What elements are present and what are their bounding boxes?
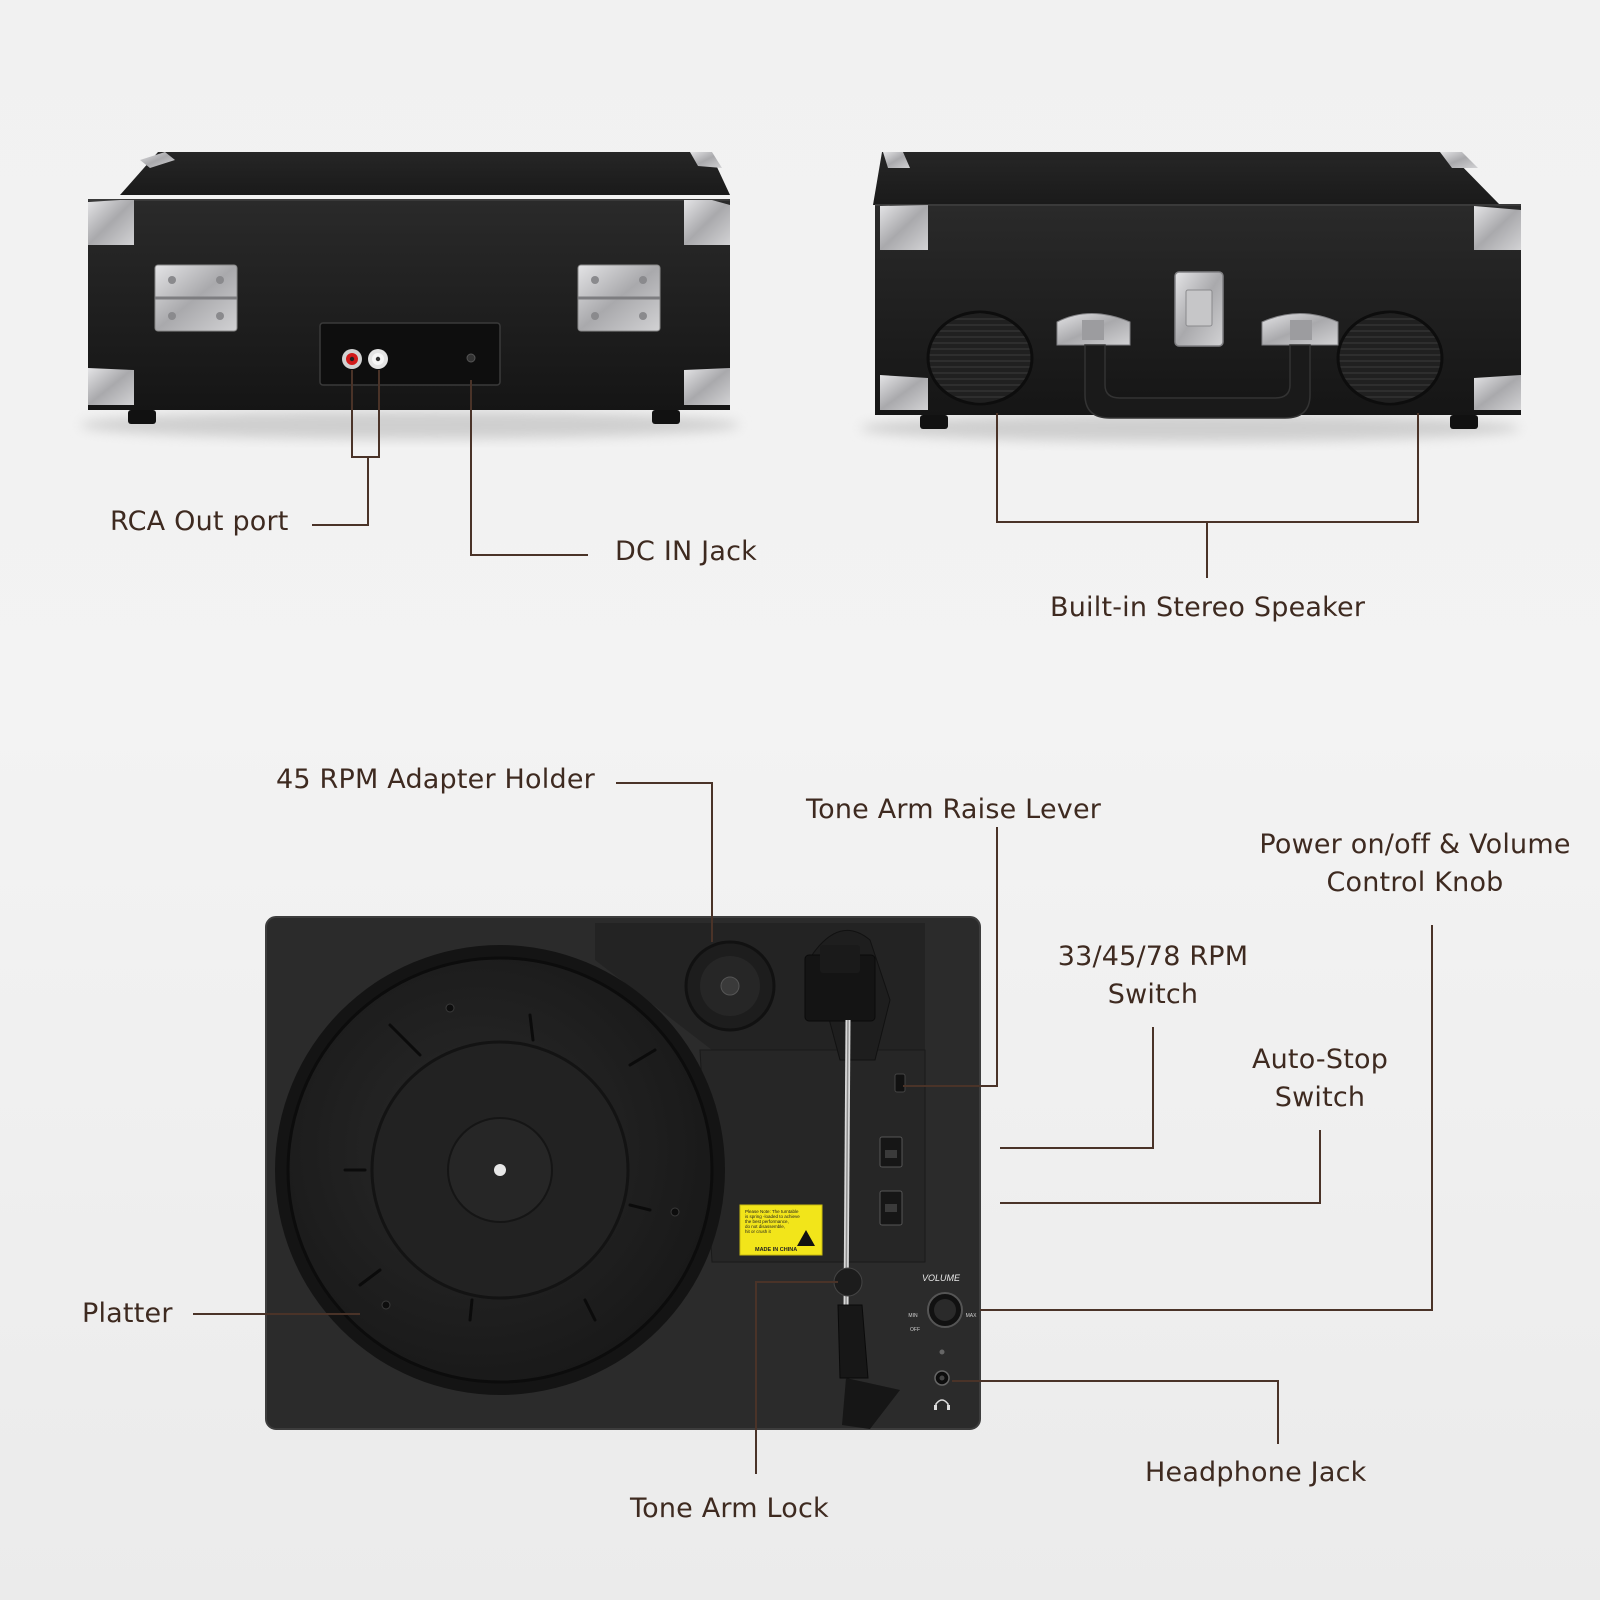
turntable-top-view: Please Note: The turntable is spring -lo… [265, 916, 981, 1430]
handle-bracket-left [1056, 313, 1131, 346]
volume-min-label: MIN [908, 1313, 918, 1319]
label-auto-stop-line2: Switch [1274, 1082, 1366, 1113]
front-view-case [860, 152, 1521, 442]
leader-dc-in [470, 380, 588, 556]
label-platter: Platter [82, 1298, 173, 1329]
label-tone-arm-lock: Tone Arm Lock [630, 1493, 829, 1524]
leader-raise-lever [903, 827, 998, 1087]
label-headphone: Headphone Jack [1145, 1457, 1367, 1488]
label-rca-out: RCA Out port [110, 506, 289, 537]
label-raise-lever: Tone Arm Raise Lever [806, 794, 1102, 825]
speaker-grille-right [1336, 310, 1444, 406]
rpm-switch [879, 1136, 903, 1168]
label-rpm-line2: Switch [1107, 979, 1199, 1010]
raise-lever [894, 1073, 906, 1093]
volume-label: VOLUME [922, 1273, 961, 1283]
leader-lines [193, 370, 1433, 1474]
leader-rpm [1000, 1027, 1154, 1149]
leader-adapter [616, 782, 713, 942]
label-power-volume: Power on/off & Volume Control Knob [1245, 826, 1585, 902]
platter [275, 945, 725, 1395]
leader-auto-stop [1000, 1130, 1321, 1204]
rca-red-jack [342, 349, 362, 369]
speaker-grille-left [926, 310, 1034, 406]
carry-handle [1084, 344, 1311, 419]
leader-rca [351, 370, 380, 458]
back-hinge-right [577, 264, 661, 332]
adapter-holder [684, 940, 776, 1032]
label-power-volume-line2: Control Knob [1326, 867, 1504, 898]
front-latch [1174, 271, 1224, 347]
auto-stop-switch [879, 1190, 903, 1226]
svg-text:Please Note: The turntable: Please Note: The turntable is spring -lo… [745, 1209, 801, 1234]
rca-white-jack [368, 349, 388, 369]
back-hinge-left [154, 264, 238, 332]
volume-max-label: MAX [966, 1313, 978, 1319]
svg-text:MADE IN CHINA: MADE IN CHINA [755, 1247, 797, 1253]
leader-headphone [952, 1380, 1279, 1444]
back-view-case [80, 152, 740, 439]
label-power-volume-line1: Power on/off & Volume [1259, 829, 1571, 860]
label-adapter-holder: 45 RPM Adapter Holder [276, 764, 595, 795]
warning-sticker: Please Note: The turntable is spring -lo… [739, 1204, 823, 1256]
leader-tone-arm-lock [755, 1281, 838, 1474]
power-led [939, 1349, 945, 1355]
label-auto-stop-line1: Auto-Stop [1251, 1044, 1389, 1075]
label-speaker: Built-in Stereo Speaker [1050, 592, 1366, 623]
leader-power [980, 925, 1433, 1311]
volume-off-label: OFF [910, 1327, 920, 1333]
rear-port-panel [319, 322, 501, 386]
headphone-jack [934, 1370, 950, 1386]
dc-in-socket [466, 353, 476, 363]
label-rpm-switch: 33/45/78 RPM Switch [1040, 938, 1266, 1014]
label-rpm-line1: 33/45/78 RPM [1057, 941, 1249, 972]
label-auto-stop: Auto-Stop Switch [1220, 1041, 1420, 1117]
headphone-icon [934, 1399, 950, 1410]
handle-bracket-right [1261, 313, 1339, 346]
label-dc-in: DC IN Jack [615, 536, 757, 567]
volume-knob [927, 1292, 963, 1328]
